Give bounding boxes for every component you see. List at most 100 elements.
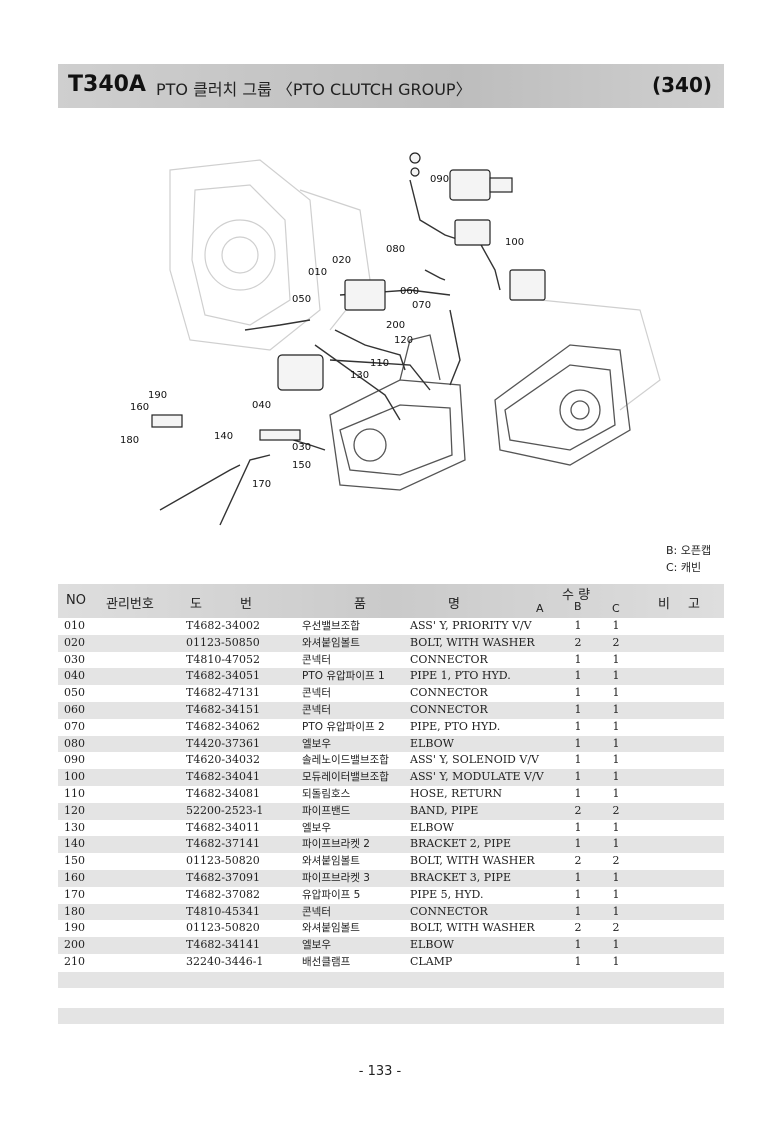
drawing-no: T4682-34041 xyxy=(186,770,261,784)
qty-b: 1 xyxy=(574,702,582,716)
drawing-no: 01123-50820 xyxy=(186,854,260,868)
english-name: BAND, PIPE xyxy=(410,803,479,817)
qty-b: 1 xyxy=(574,820,582,834)
col-mgmt-no: 관리번호 xyxy=(106,597,154,612)
page-reference: (340) xyxy=(651,73,712,97)
korean-name: 유압파이프 5 xyxy=(302,888,361,901)
part-no: 040 xyxy=(64,669,85,683)
callout: 130 xyxy=(350,370,369,381)
priority-valve xyxy=(344,279,386,311)
english-name: ASS' Y, MODULATE V/V xyxy=(410,770,544,784)
part-no: 140 xyxy=(64,837,85,851)
qty-c: 1 xyxy=(612,870,620,884)
qty-b: 1 xyxy=(574,619,582,632)
table-empty-row xyxy=(58,1008,724,1024)
drawing-no: 32240-3446-1 xyxy=(186,954,264,968)
qty-c: 1 xyxy=(612,669,620,683)
qty-b: 2 xyxy=(574,921,582,935)
callout: 120 xyxy=(394,335,413,346)
drawing-no: T4682-34002 xyxy=(186,619,261,632)
qty-c: 1 xyxy=(612,619,620,632)
qty-c: 1 xyxy=(612,770,620,784)
modulate-valve xyxy=(454,219,491,246)
nut xyxy=(409,152,421,164)
part-no: 020 xyxy=(64,635,85,649)
korean-name: 배선클램프 xyxy=(302,955,351,968)
part-no: 100 xyxy=(64,770,85,784)
part-no: 190 xyxy=(64,921,85,935)
korean-name: 엘보우 xyxy=(302,939,331,952)
qty-c: 1 xyxy=(612,837,620,851)
callout: 060 xyxy=(400,286,419,297)
drawing-no: T4810-47052 xyxy=(186,652,261,666)
qty-c: 1 xyxy=(612,954,620,968)
qty-c: 1 xyxy=(612,887,620,901)
korean-name: 파이프밴드 xyxy=(302,804,351,817)
col-no: NO xyxy=(66,593,86,608)
col-name-1: 품 xyxy=(354,597,366,612)
col-remarks-1: 비 xyxy=(658,597,670,612)
qty-b: 1 xyxy=(574,938,582,952)
part-no: 080 xyxy=(64,736,85,750)
callout: 050 xyxy=(292,294,311,305)
qty-b: 1 xyxy=(574,669,582,683)
drawing-no: T4620-34032 xyxy=(186,753,261,767)
drawing-no: T4810-45341 xyxy=(186,904,261,918)
col-drawing-2: 번 xyxy=(240,597,252,612)
callout: 180 xyxy=(120,435,139,446)
part-no: 010 xyxy=(64,619,85,632)
col-qty-c: C xyxy=(612,602,620,615)
qty-b: 2 xyxy=(574,803,582,817)
callout: 020 xyxy=(332,255,351,266)
part-no: 130 xyxy=(64,820,85,834)
korean-name: 파이프브라켓 2 xyxy=(302,838,370,851)
callout: 170 xyxy=(252,479,271,490)
callout: 070 xyxy=(412,300,431,311)
callout: 090 xyxy=(430,174,449,185)
english-name: ASS' Y, PRIORITY V/V xyxy=(410,619,532,632)
col-remarks-2: 고 xyxy=(688,597,700,612)
qty-c: 1 xyxy=(612,736,620,750)
korean-name: 와셔붙임볼트 xyxy=(302,922,360,935)
solenoid-coil xyxy=(489,177,513,193)
drawing-no: T4682-34062 xyxy=(186,719,261,733)
part-no: 070 xyxy=(64,719,85,733)
english-name: PIPE 5, HYD. xyxy=(410,887,484,901)
group-title: PTO 클러치 그룹 〈PTO CLUTCH GROUP〉 xyxy=(156,80,472,99)
callout-labels: 090 100 080 020 010 060 070 050 200 120 … xyxy=(120,174,524,490)
page-number: - 133 - xyxy=(358,1064,402,1079)
table-empty-row xyxy=(58,972,724,988)
qty-c: 2 xyxy=(612,921,620,935)
part-no: 170 xyxy=(64,887,85,901)
qty-c: 1 xyxy=(612,702,620,716)
korean-name: 와셔붙임볼트 xyxy=(302,636,360,649)
drawing-no: 01123-50850 xyxy=(186,635,260,649)
callout: 150 xyxy=(292,460,311,471)
drawing-no: T4682-47131 xyxy=(186,686,261,700)
qty-b: 1 xyxy=(574,870,582,884)
korean-name: PTO 유압파이프 2 xyxy=(302,720,385,733)
part-no: 060 xyxy=(64,702,85,716)
hydraulic-lines xyxy=(159,179,501,526)
english-name: BOLT, WITH WASHER xyxy=(410,921,535,935)
bracket-3 xyxy=(151,414,183,428)
english-name: HOSE, RETURN xyxy=(410,786,502,800)
callout: 200 xyxy=(386,320,405,331)
qty-c: 1 xyxy=(612,786,620,800)
english-name: PIPE 1, PTO HYD. xyxy=(410,669,511,683)
drawing-no: T4682-37082 xyxy=(186,887,261,901)
korean-name: 와셔붙임볼트 xyxy=(302,855,360,868)
main-housing xyxy=(329,334,631,491)
part-no: 210 xyxy=(64,954,85,968)
korean-name: 파이프브라켓 3 xyxy=(302,871,370,884)
drawing-no: T4420-37361 xyxy=(186,736,261,750)
qty-b: 2 xyxy=(574,635,582,649)
